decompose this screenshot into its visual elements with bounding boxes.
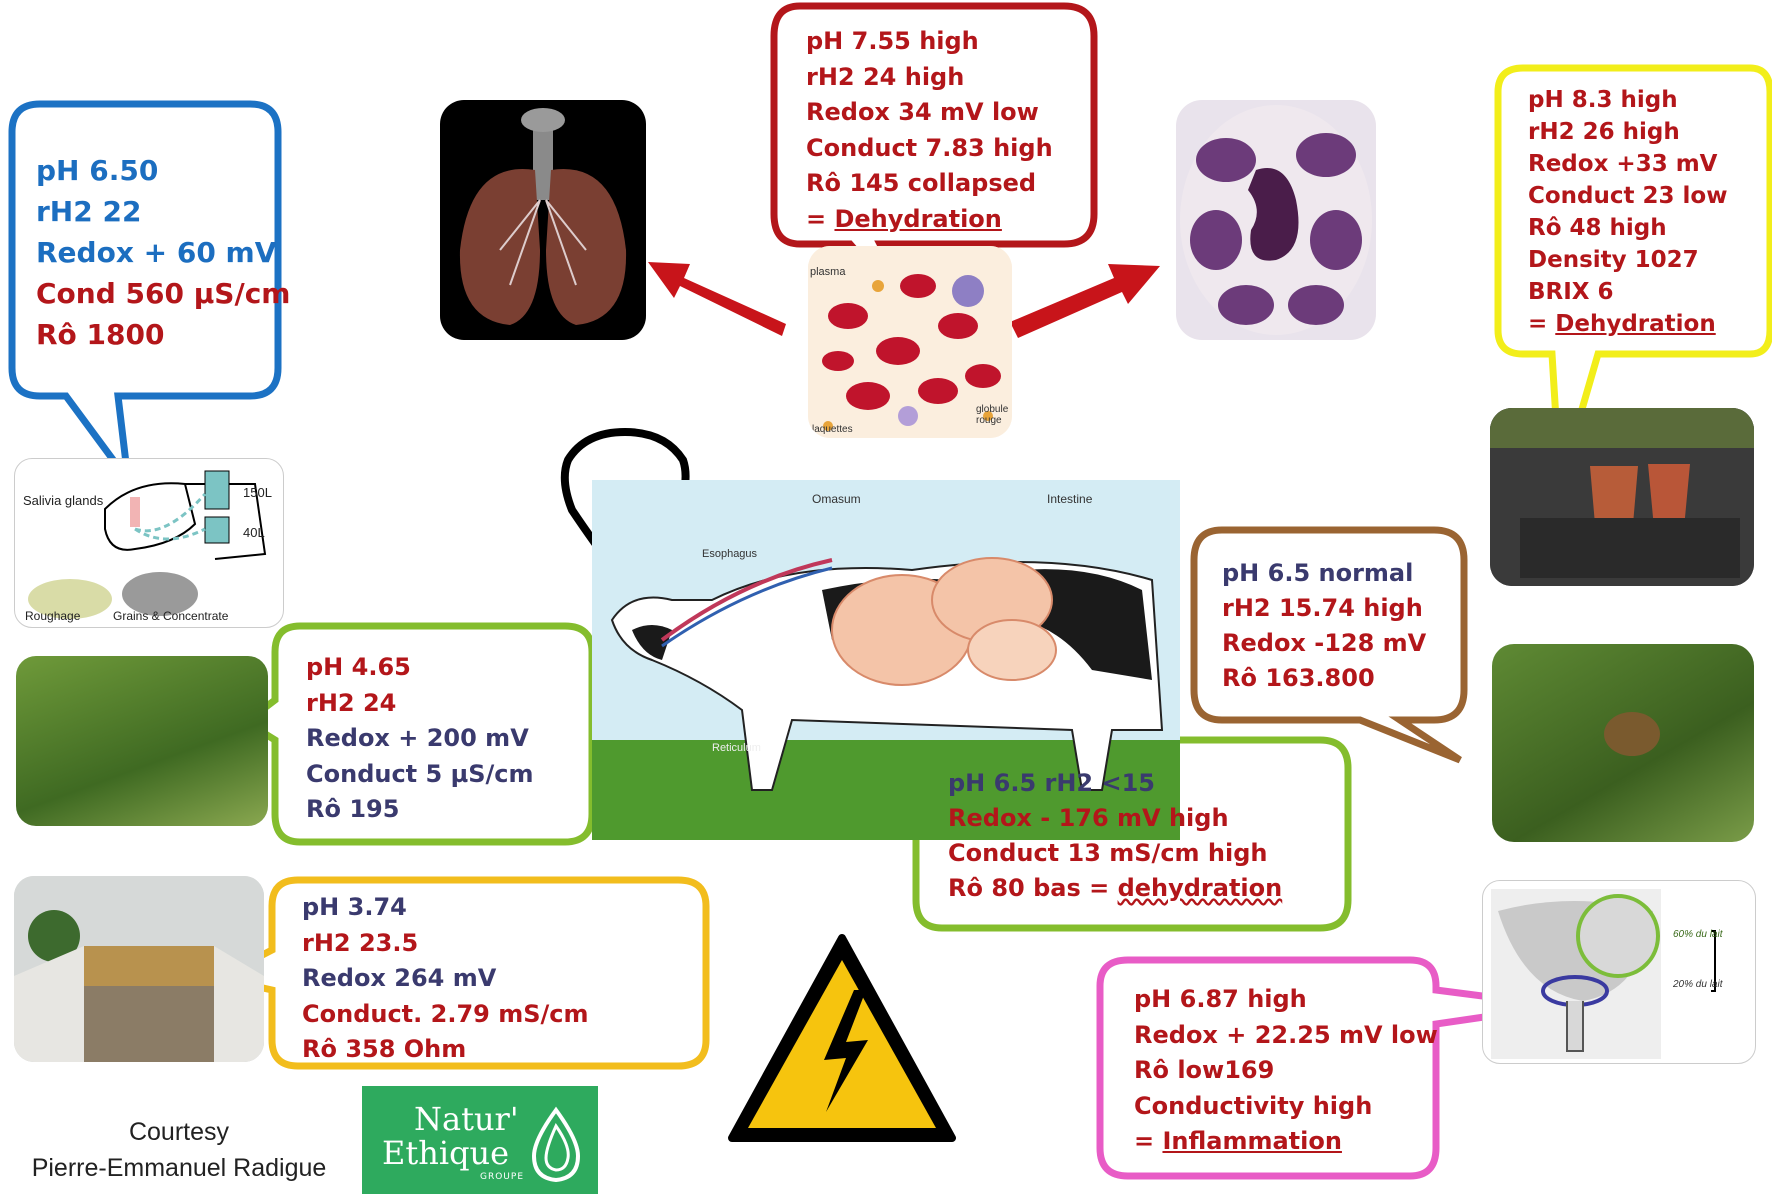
urine-bubble: pH 8.3 high rH2 26 high Redox +33 mV Con… [1528,84,1727,340]
dung-bubble: pH 6.5 normal rH2 15.74 high Redox -128 … [1222,556,1426,696]
courtesy-author: Pierre-Emmanuel Radigue [31,1154,327,1182]
silage-bubble-outline [207,876,710,1070]
saliva-resistivity: Rô 1800 [36,318,165,351]
natur-ethique-logo: Natur' Ethique GROUPE [362,1086,598,1194]
rumen-redox: Redox - 176 mV high [948,804,1229,832]
saliva-glands-label: Salivia glands [23,493,104,508]
blood-bubble: pH 7.55 high rH2 24 high Redox 34 mV low… [806,24,1053,237]
grass-resistivity: Rô 195 [306,795,400,823]
saliva-conductivity: Cond 560 µS/cm [36,277,291,310]
water-drop-icon [531,1106,581,1183]
platelets-label: laquettes [812,424,853,435]
silage-bunker-image [14,876,264,1062]
grains-label: Grains & Concentrate [113,609,229,623]
dung-redox: Redox -128 mV [1222,629,1427,657]
cow-digestive-tract-image: Omasum Intestine Esophagus Reticulum [592,480,1180,840]
milk-bubble-outline [1096,956,1561,1180]
dung-rh2: rH2 15.74 high [1222,594,1423,622]
dung-image [1492,644,1754,842]
arrow-to-lungs [648,262,786,336]
saliva-ph: pH 6.50 [36,154,159,187]
logo-sub: GROUPE [480,1172,525,1182]
blood-cells-image: plasma laquettes globule rouge [808,246,1012,438]
red-cell-label: globule rouge [976,404,1009,426]
urine-ph: pH 8.3 high [1528,87,1678,113]
saliva-diagram: Salivia glands 150L 40L Roughage Grains … [14,458,284,628]
milk-redox: Redox + 22.25 mV low [1134,1020,1438,1049]
dung-bubble-outline [1190,526,1468,764]
saliva-rh2: rH2 22 [36,195,142,228]
saliva-bubble-outline [8,100,282,493]
silage-resistivity: Rô 358 Ohm [302,1035,467,1063]
blood-redox: Redox 34 mV low [806,98,1039,126]
sixty-percent-label: 60% du lait [1673,929,1723,940]
milk-bubble: pH 6.87 high Redox + 22.25 mV low Rô low… [1134,982,1438,1160]
urine-conductivity: Conduct 23 low [1528,183,1728,209]
high-voltage-warning-icon [728,934,956,1142]
logo-line1: Natur' [414,1100,519,1138]
silage-conductivity: Conduct. 2.79 mS/cm [302,999,589,1028]
omasum-label: Omasum [812,492,861,506]
logo-line2: Ethique [382,1134,510,1172]
rumen-resistivity: Rô 80 bas = dehydration [948,874,1283,902]
rumen-conductivity: Conduct 13 mS/cm high [948,839,1268,867]
lungs-image [440,100,646,340]
milk-conductivity: Conductivity high [1134,1091,1373,1120]
urine-redox: Redox +33 mV [1528,151,1718,177]
roughage-label: Roughage [25,609,81,623]
blood-rh2: rH2 24 high [806,62,965,91]
twenty-percent-label: 20% du lait [1673,979,1723,990]
milk-conclusion: = Inflammation [1134,1127,1342,1155]
dung-resistivity: Rô 163.800 [1222,664,1375,692]
blood-ph: pH 7.55 high [806,27,979,55]
kidney-image [1176,100,1376,340]
urine-conclusion: = Dehydration [1528,311,1716,337]
reticulum-label: Reticulum [712,742,761,754]
silage-bubble: pH 3.74 rH2 23.5 Redox 264 mV Conduct. 2… [302,890,589,1068]
grass-redox: Redox + 200 mV [306,724,529,752]
grass-ph: pH 4.65 [306,653,411,681]
urine-sample-image [1490,408,1754,586]
urine-brix: BRIX 6 [1528,279,1614,305]
rumen-ph-rh2: pH 6.5 rH2 <15 [948,769,1155,797]
grass-rh2: rH2 24 [306,688,397,717]
dung-ph: pH 6.5 normal [1222,559,1414,587]
oesophagus-label: Esophagus [702,548,758,560]
blood-resistivity: Rô 145 collapsed [806,169,1037,197]
courtesy-credit: Courtesy Pierre-Emmanuel Radigue [14,1114,344,1186]
grass-conductivity: Conduct 5 µS/cm [306,759,534,788]
intestine-label: Intestine [1047,492,1093,506]
grass-bubble: pH 4.65 rH2 24 Redox + 200 mV Conduct 5 … [306,650,534,828]
arrow-to-kidney [1010,264,1160,338]
silage-ph: pH 3.74 [302,893,407,921]
udder-diagram: 60% du lait 20% du lait [1482,880,1756,1064]
saliva-bubble: pH 6.50 rH2 22 Redox + 60 mV Cond 560 µS… [36,150,290,355]
urine-rh2: rH2 26 high [1528,119,1680,145]
urine-resistivity: Rô 48 high [1528,215,1667,241]
volume-40-label: 40L [243,525,265,540]
volume-150-label: 150L [243,485,272,500]
silage-redox: Redox 264 mV [302,964,497,992]
plasma-label: plasma [810,266,846,278]
milk-resistivity: Rô low169 [1134,1056,1275,1084]
grass-image [16,656,268,826]
silage-rh2: rH2 23.5 [302,928,419,957]
courtesy-label: Courtesy [128,1118,230,1146]
blood-conductivity: Conduct 7.83 high [806,133,1053,162]
grass-bubble-outline [239,622,596,846]
saliva-redox: Redox + 60 mV [36,236,277,269]
milk-ph: pH 6.87 high [1134,985,1307,1013]
rumen-bubble: pH 6.5 rH2 <15 Redox - 176 mV high Condu… [948,766,1282,906]
blood-conclusion: = Dehydration [806,204,1002,233]
urine-density: Density 1027 [1528,247,1699,273]
